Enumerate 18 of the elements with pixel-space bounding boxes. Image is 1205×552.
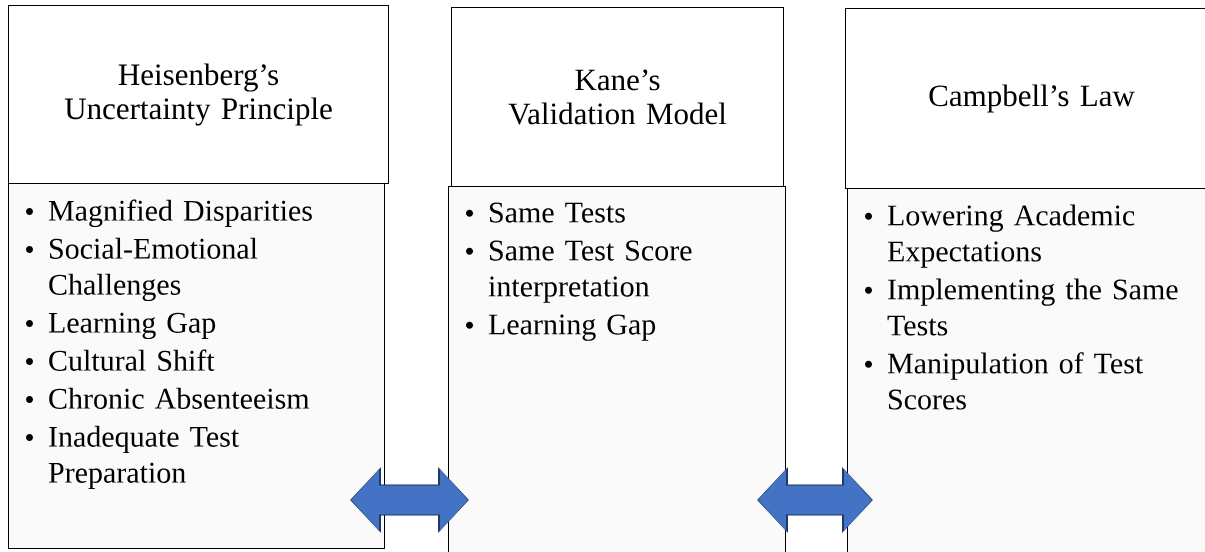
list-item: Cultural Shift bbox=[49, 349, 215, 371]
list-item: Chronic Absenteeism bbox=[49, 387, 310, 409]
list-item: Magnified Disparities bbox=[48, 199, 312, 228]
list-box bbox=[8, 183, 385, 549]
list-item: Learning Gap bbox=[488, 314, 656, 341]
list-box bbox=[448, 186, 786, 552]
header-box: Heisenberg’s Uncertainty Principle bbox=[8, 5, 389, 184]
list-item: Inadequate Test Preparation bbox=[48, 425, 239, 489]
list-item: Lowering Academic Expectations bbox=[887, 204, 1135, 268]
list-box bbox=[847, 188, 1205, 552]
list-item: Manipulation of Test Scores bbox=[887, 352, 1144, 410]
list-item: Learning Gap bbox=[48, 312, 216, 340]
list-item: Implementing the Same Tests bbox=[887, 278, 1178, 336]
header-box: Kane’s Validation Model bbox=[451, 7, 784, 187]
list-item: Social-Emotional Challenges bbox=[49, 237, 258, 302]
list-item: Same Test Score interpretation bbox=[488, 240, 692, 303]
list-item: Same Tests bbox=[490, 202, 625, 223]
header-box: Campbell’s Law bbox=[845, 8, 1205, 189]
